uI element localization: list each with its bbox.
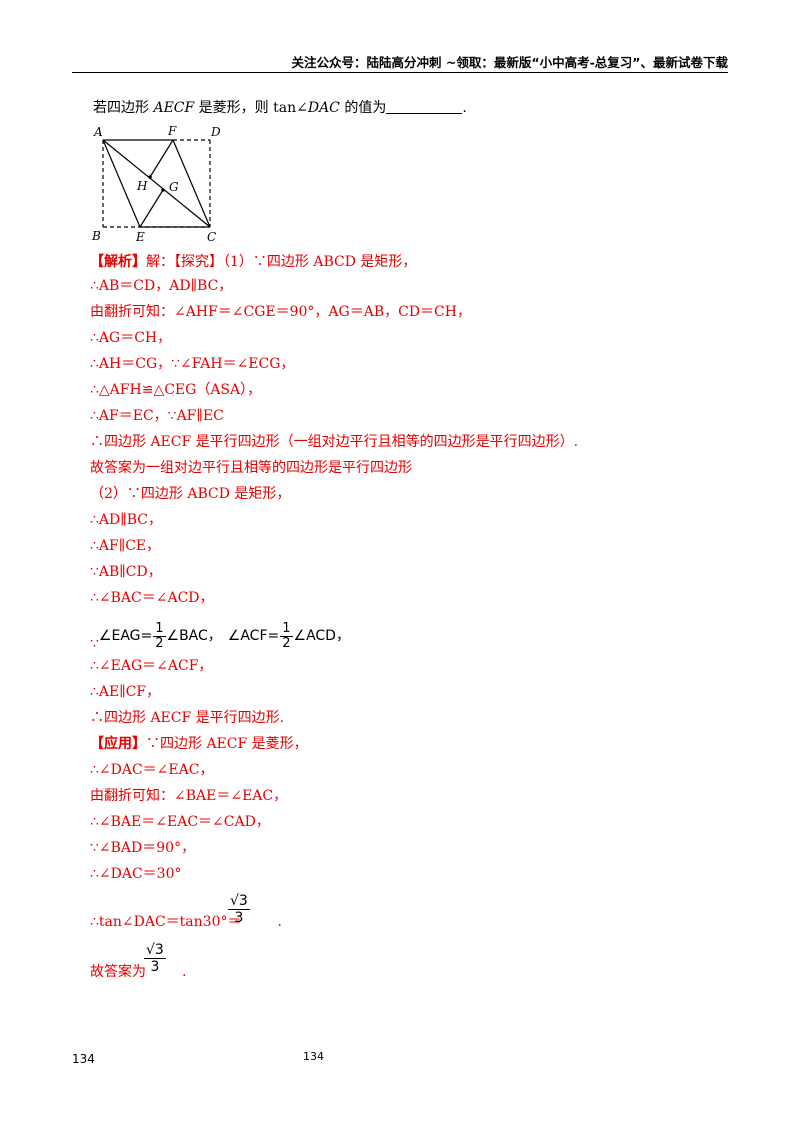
solution-line: ∴AF＝EC，∵AF∥EC — [90, 408, 224, 424]
solution-line: 故答案为一组对边平行且相等的四边形是平行四边形 — [90, 460, 412, 476]
page-number-center: 134 — [303, 1050, 324, 1063]
header-rule — [72, 72, 728, 73]
label-A: A — [93, 125, 103, 139]
geometry-figure: A F D H G B E C — [91, 124, 221, 244]
segment-EG — [139, 189, 164, 228]
answer-blank — [386, 101, 463, 114]
solution-line: ∵∠BAD＝90°， — [90, 840, 196, 856]
segment-HF — [149, 139, 174, 178]
point-G — [161, 188, 165, 192]
solution-line: 【应用】∵四边形 AECF 是菱形， — [90, 736, 308, 752]
side-AE — [102, 139, 141, 228]
solution-line: 由翻折可知：∠AHF＝∠CGE＝90°，AG＝AB，CD＝CH， — [90, 304, 471, 320]
solution-line: ∴四边形 AECF 是平行四边形（一组对边平行且相等的四边形是平行四边形）. — [90, 434, 579, 450]
solution-line: ∴AG＝CH， — [90, 330, 172, 346]
label-D: D — [210, 125, 221, 139]
label-C: C — [207, 230, 216, 244]
question-text: 若四边形 AECF 是菱形，则 tan∠DAC 的值为. — [93, 100, 467, 116]
solution-line: 由翻折可知：∠BAE＝∠EAC， — [90, 788, 288, 804]
point-H — [148, 175, 152, 179]
solution-line: 故答案为. — [90, 964, 187, 980]
label-G: G — [169, 180, 179, 194]
solution-line: ∴∠BAE＝∠EAC＝∠CAD， — [90, 814, 270, 830]
label-F: F — [167, 124, 177, 138]
solution-line: ∴∠BAC＝∠ACD， — [90, 590, 214, 606]
diagonal-AC — [102, 139, 211, 228]
label-H: H — [136, 179, 148, 193]
solution-line: ∴AF∥CE， — [90, 538, 161, 554]
page-number-left: 134 — [72, 1052, 95, 1066]
solution-line: ∴∠DAC＝30° — [90, 866, 182, 882]
solution-line: ∴∠DAC＝∠EAC， — [90, 762, 214, 778]
label-B: B — [91, 229, 101, 243]
solution-line: ∵AB∥CD， — [90, 564, 162, 580]
solution-line: 【解析】解：【探究】（1）∵四边形 ABCD 是矩形， — [90, 254, 417, 270]
solution-line: ∴tan∠DAC＝tan30°＝. — [90, 914, 282, 930]
solution-line: ∴AH＝CG，∵∠FAH＝∠ECG， — [90, 356, 295, 372]
solution-line: ∴四边形 AECF 是平行四边形. — [90, 710, 285, 726]
side-FC — [172, 139, 211, 228]
solution-line: ∴∠EAG＝∠ACF， — [90, 658, 213, 674]
label-E: E — [135, 230, 145, 244]
solution-line: ∴AE∥CF， — [90, 684, 161, 700]
solution-line: ∴△AFH≌△CEG（ASA）， — [90, 382, 262, 398]
solution-line: ∴AB＝CD，AD∥BC， — [90, 278, 233, 294]
solution-line: （2）∵四边形 ABCD 是矩形， — [90, 486, 291, 502]
page-header: 关注公众号：陆陆高分冲刺 ~领取：最新版“小中高考-总复习”、最新试卷下载 — [291, 55, 728, 70]
solution-line: ∴AD∥BC， — [90, 512, 162, 528]
